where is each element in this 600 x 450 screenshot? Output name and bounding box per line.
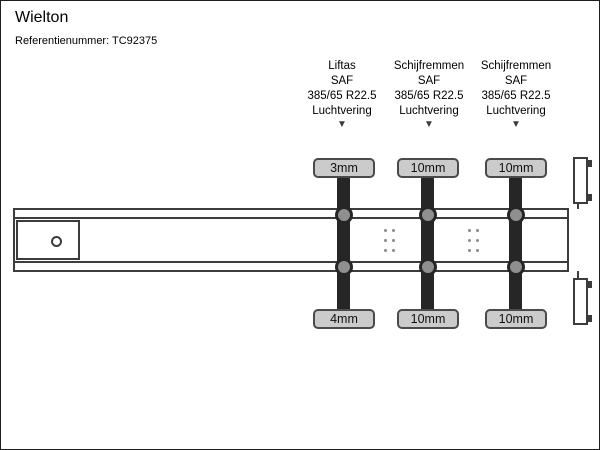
rear-bracket-top-tab	[588, 160, 592, 167]
rear-bracket-bottom-tab	[588, 281, 592, 288]
bolt-hole	[468, 239, 471, 242]
bolt-hole	[476, 239, 479, 242]
axle-3-tread-top-box: 10mm	[485, 158, 547, 178]
axle-3-brake-type: Schijfremmen	[480, 60, 552, 72]
rear-bracket-bottom-tab	[588, 315, 592, 322]
chassis-top-rail	[13, 208, 569, 219]
axle-2-hub-bottom	[419, 258, 437, 276]
axle-3-tread-bottom-box: 10mm	[485, 309, 547, 329]
rear-bracket-connector	[577, 203, 579, 209]
bolt-hole	[468, 229, 471, 232]
axle-1-specs: Liftas SAF 385/65 R22.5 Luchtvering	[282, 59, 402, 119]
bolt-hole	[476, 229, 479, 232]
brand-title: Wielton	[15, 9, 69, 26]
axle-2-hub-top	[419, 206, 437, 224]
bolt-hole	[392, 249, 395, 252]
axle-3-tire-size: 385/65 R22.5	[481, 90, 551, 102]
rear-bracket-bottom	[573, 278, 588, 325]
bolt-hole	[392, 239, 395, 242]
axle-2-tread-top-box: 10mm	[397, 158, 459, 178]
rear-bracket-top	[573, 157, 588, 204]
axle-1-manufacturer: SAF	[330, 75, 354, 87]
axle-1-suspension: Luchtvering	[312, 105, 372, 117]
axle-2-tread-bottom-box: 10mm	[397, 309, 459, 329]
axle-2-bar	[421, 176, 434, 312]
bolt-hole	[384, 249, 387, 252]
down-arrow-icon: ▼	[337, 119, 347, 130]
axle-1-tire-size: 385/65 R22.5	[307, 90, 377, 102]
bolt-hole	[392, 229, 395, 232]
axle-3-manufacturer: SAF	[504, 75, 528, 87]
kingpin-plate	[16, 220, 80, 260]
axle-1-tread-bottom-box: 4mm	[313, 309, 375, 329]
reference-number: Referentienummer: TC92375	[15, 35, 158, 47]
chassis-front-cap	[13, 208, 15, 272]
axle-2-brake-type: Schijfremmen	[393, 60, 465, 72]
axle-3-hub-bottom	[507, 258, 525, 276]
down-arrow-icon: ▼	[424, 119, 434, 130]
axle-3-bar	[509, 176, 522, 312]
axle-1-tread-top-box: 3mm	[313, 158, 375, 178]
bolt-hole	[384, 229, 387, 232]
kingpin-hole	[51, 236, 62, 247]
bolt-hole	[384, 239, 387, 242]
axle-2-suspension: Luchtvering	[399, 105, 459, 117]
axle-1-hub-bottom	[335, 258, 353, 276]
rear-bracket-top-tab	[588, 194, 592, 201]
axle-3-suspension: Luchtvering	[486, 105, 546, 117]
bolt-hole	[468, 249, 471, 252]
chassis-bottom-rail	[13, 261, 569, 272]
axle-1-brake-type: Liftas	[328, 60, 356, 72]
axle-2-tire-size: 385/65 R22.5	[394, 90, 464, 102]
axle-2-manufacturer: SAF	[417, 75, 441, 87]
axle-1-hub-top	[335, 206, 353, 224]
chassis-rear-cap	[567, 208, 569, 272]
rear-bracket-connector	[577, 271, 579, 279]
axle-2-specs: Schijfremmen SAF 385/65 R22.5 Luchtverin…	[369, 59, 489, 119]
axle-1-bar	[337, 176, 350, 312]
down-arrow-icon: ▼	[511, 119, 521, 130]
axle-3-hub-top	[507, 206, 525, 224]
axle-3-specs: Schijfremmen SAF 385/65 R22.5 Luchtverin…	[456, 59, 576, 119]
bolt-hole	[476, 249, 479, 252]
